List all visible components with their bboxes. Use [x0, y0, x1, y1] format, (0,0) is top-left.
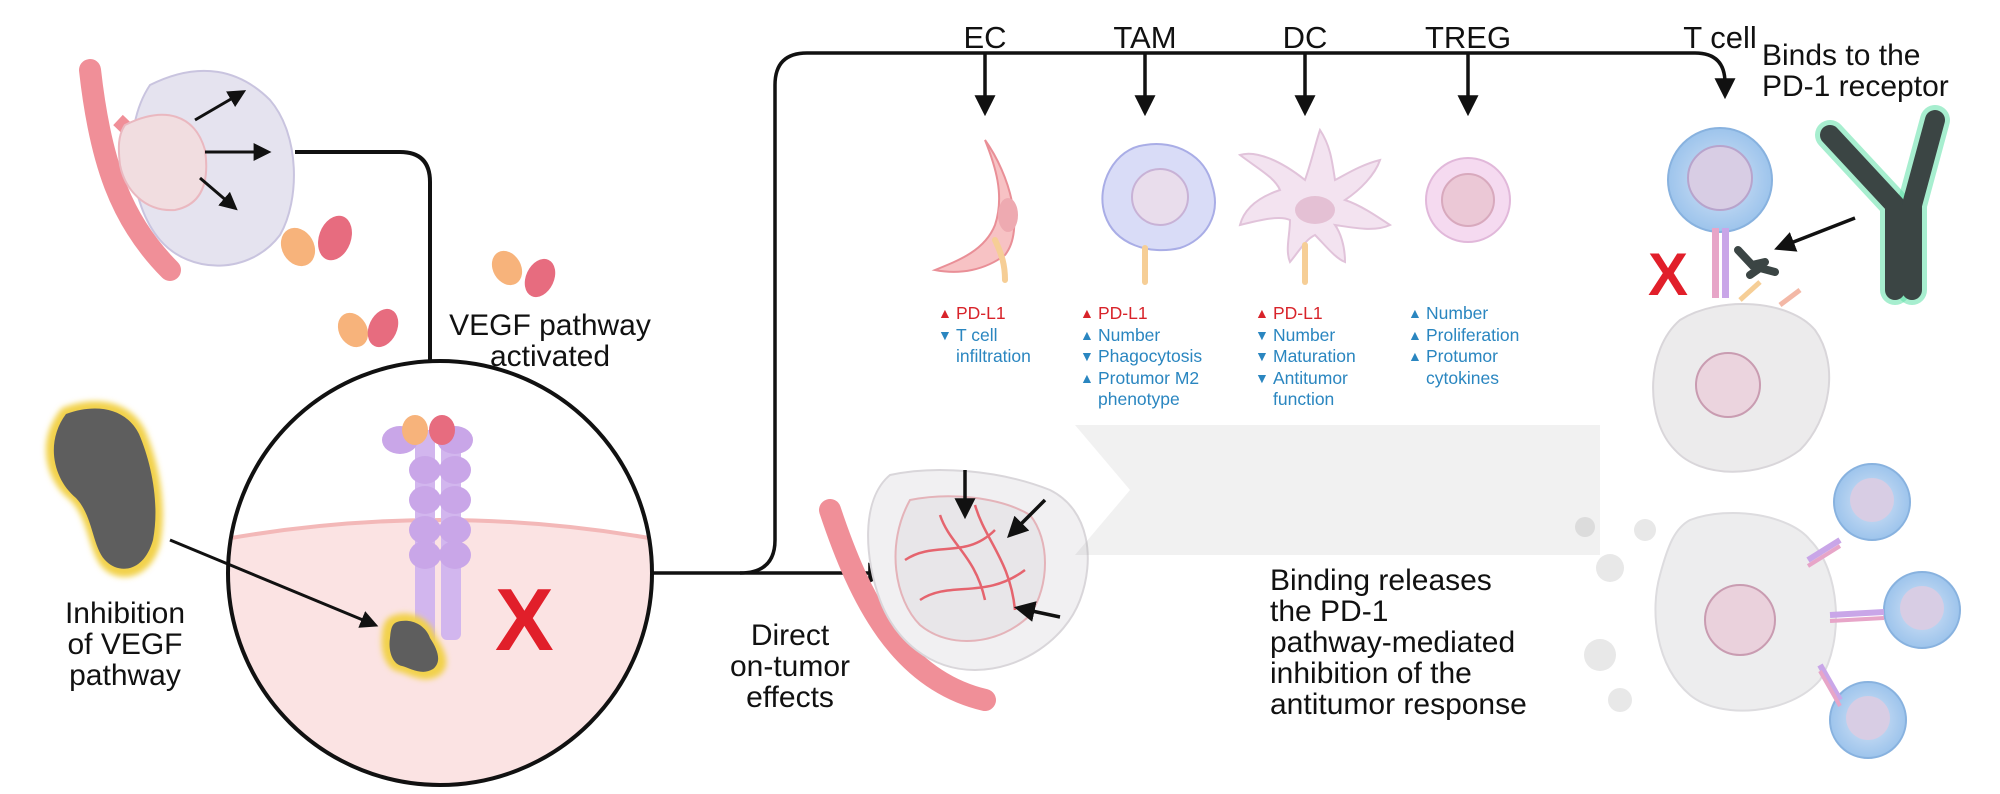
receptor-circle: [226, 359, 654, 787]
triangle-down-icon: ▼: [938, 326, 952, 343]
watermark: [1075, 425, 1600, 555]
triangle-down-icon: ▼: [1255, 348, 1269, 364]
marker-text: T cell: [956, 324, 998, 345]
marker-row: ▲PD-L1: [1255, 303, 1356, 325]
triangle-up-icon: ▲: [938, 305, 952, 321]
triangle-down-icon: ▼: [1255, 369, 1269, 386]
tam-cell: [1101, 143, 1216, 285]
direct-effects-label: Direct on-tumor effects: [715, 620, 865, 713]
pd1-blocked-x-mark: X: [1648, 241, 1688, 308]
triangle-up-icon: ▲: [1080, 369, 1094, 386]
marker-row: ▲PD-L1: [1080, 303, 1202, 325]
antibody-large: [1815, 105, 1950, 305]
marker-row: ▲Number: [1408, 303, 1519, 325]
inhibition-label: Inhibition of VEGF pathway: [55, 598, 195, 691]
marker-text: infiltration: [956, 346, 1031, 366]
label-line: antitumor response: [1270, 688, 1527, 721]
triangle-up-icon: ▲: [1408, 348, 1422, 364]
marker-row: ▼Maturation: [1255, 346, 1356, 368]
tumor-t-cell-cluster: [1575, 463, 1961, 759]
dc-cell: [1237, 127, 1393, 285]
marker-row: ▼Number: [1255, 325, 1356, 347]
tam-markers: ▲PD-L1 ▲Number ▼Phagocytosis ▲Protumor M…: [1080, 303, 1202, 411]
header-tam: TAM: [1113, 20, 1177, 55]
marker-text: Phagocytosis: [1098, 346, 1203, 366]
triangle-up-icon: ▲: [1255, 305, 1269, 321]
label-line: Inhibition: [64, 597, 186, 630]
triangle-down-icon: ▼: [1080, 348, 1094, 364]
marker-text: PD-L1: [956, 303, 1006, 323]
ec-markers: ▲PD-L1 ▼T cell infiltration: [938, 303, 1031, 368]
vegf-ligands: [280, 215, 556, 348]
binds-label: Binds to the PD-1 receptor: [1762, 40, 1949, 102]
marker-text: PD-L1: [1098, 303, 1148, 323]
ec-cell: [931, 139, 1018, 283]
header-ec: EC: [963, 20, 1007, 55]
binding-releases-label: Binding releases the PD-1 pathway-mediat…: [1270, 565, 1527, 720]
label-line: Binding releases: [1270, 564, 1492, 597]
marker-text: phenotype: [1098, 389, 1180, 409]
marker-text: Number: [1098, 324, 1161, 345]
marker-text: function: [1273, 389, 1335, 409]
label-line: PD-1 receptor: [1762, 70, 1949, 103]
marker-text: Number: [1426, 303, 1489, 323]
label-line: Direct: [750, 619, 830, 652]
marker-row: function: [1255, 389, 1356, 411]
marker-row: cytokines: [1408, 368, 1519, 390]
header-t-cell: T cell: [1683, 20, 1757, 55]
treg-cell: [1425, 157, 1511, 243]
marker-row: ▼T cell: [938, 325, 1031, 347]
t-cell-upper: [1652, 127, 1831, 473]
marker-row: ▼Antitumor: [1255, 368, 1356, 390]
marker-row: ▼Phagocytosis: [1080, 346, 1202, 368]
label-line: Binds to the: [1762, 39, 1921, 72]
triangle-down-icon: ▼: [1255, 326, 1269, 343]
label-line: on-tumor: [729, 650, 851, 683]
marker-text: cytokines: [1426, 367, 1499, 388]
header-dc: DC: [1282, 20, 1328, 55]
marker-row: ▲PD-L1: [938, 303, 1031, 325]
label-line: pathway-mediated: [1270, 626, 1516, 659]
label-line: activated: [489, 340, 611, 373]
marker-row: ▲Proliferation: [1408, 325, 1519, 347]
triangle-up-icon: ▲: [1080, 326, 1094, 343]
vegf-activated-label: VEGF pathway activated: [425, 310, 675, 372]
header-treg: TREG: [1424, 20, 1512, 55]
vessel-tumor-topleft: [79, 59, 295, 281]
marker-text: Number: [1273, 324, 1336, 345]
label-line: inhibition of the: [1270, 657, 1472, 690]
marker-text: Proliferation: [1426, 324, 1520, 345]
marker-text: Antitumor: [1273, 367, 1348, 388]
dc-markers: ▲PD-L1 ▼Number ▼Maturation ▼Antitumor fu…: [1255, 303, 1356, 411]
vessel-tumor-bottom: [819, 469, 1089, 711]
marker-text: Protumor M2: [1098, 367, 1200, 388]
inhibition-x-mark: X: [495, 570, 554, 669]
marker-row: phenotype: [1080, 389, 1202, 411]
marker-row: ▲Protumor: [1408, 346, 1519, 368]
marker-row: ▲Number: [1080, 325, 1202, 347]
label-line: the PD-1: [1270, 595, 1389, 628]
marker-text: PD-L1: [1273, 303, 1323, 323]
triangle-up-icon: ▲: [1408, 305, 1422, 321]
label-line: effects: [746, 681, 834, 714]
triangle-up-icon: ▲: [1408, 326, 1422, 343]
label-line: pathway: [69, 659, 181, 692]
antibody-small: [1734, 246, 1779, 279]
inhibitor-molecule: [45, 401, 163, 578]
treg-markers: ▲Number ▲Proliferation ▲Protumor cytokin…: [1408, 303, 1519, 389]
marker-text: Maturation: [1273, 346, 1356, 366]
marker-row: infiltration: [938, 346, 1031, 368]
marker-row: ▲Protumor M2: [1080, 368, 1202, 390]
triangle-up-icon: ▲: [1080, 305, 1094, 321]
label-line: of VEGF: [67, 628, 183, 661]
label-line: VEGF pathway: [449, 309, 651, 342]
marker-text: Protumor: [1426, 346, 1498, 366]
